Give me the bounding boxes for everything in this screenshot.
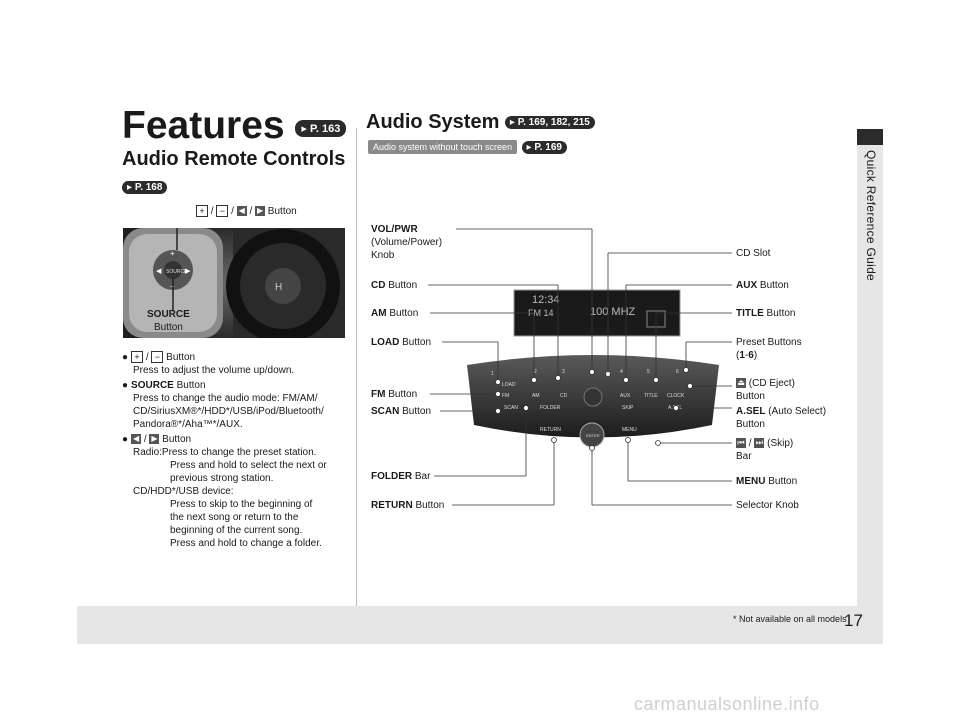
label-scan-button: SCAN Button — [371, 405, 431, 418]
footer-strip — [77, 606, 883, 644]
footnote: * Not available on all models — [733, 614, 847, 624]
label-title-button: TITLE Button — [736, 307, 795, 320]
label-load-button: LOAD Button — [371, 336, 431, 349]
label-selector-knob: Selector Knob — [736, 499, 799, 512]
label-cd-eject: ⏏ (CD Eject) Button — [736, 377, 795, 403]
watermark: carmanualsonline.info — [634, 694, 820, 715]
label-vol-pwr: VOL/PWR (Volume/Power) Knob — [371, 223, 442, 262]
label-fm-button: FM Button — [371, 388, 417, 401]
label-cd-button: CD Button — [371, 279, 417, 292]
label-folder-bar: FOLDER Bar — [371, 470, 430, 483]
label-skip-bar: ⏮ / ⏭ (Skip) Bar — [736, 437, 793, 463]
label-menu-button: MENU Button — [736, 475, 797, 488]
skip-back-icon: ⏮ — [736, 438, 746, 448]
label-preset-buttons: Preset Buttons (1-6) — [736, 336, 802, 362]
label-asel-button: A.SEL (Auto Select) Button — [736, 405, 826, 431]
label-cd-slot: CD Slot — [736, 247, 770, 260]
label-am-button: AM Button — [371, 307, 418, 320]
label-aux-button: AUX Button — [736, 279, 789, 292]
label-return-button: RETURN Button — [371, 499, 444, 512]
eject-icon: ⏏ — [736, 378, 746, 388]
skip-forward-icon: ⏭ — [754, 438, 764, 448]
